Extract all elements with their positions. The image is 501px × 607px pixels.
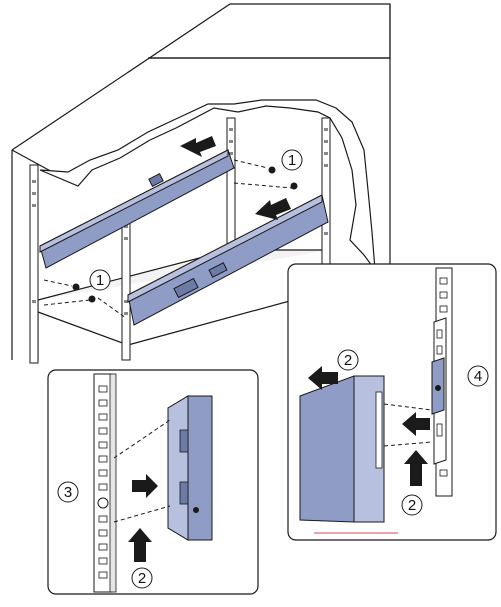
slide-rail-right xyxy=(127,194,329,326)
callout-circle xyxy=(89,149,303,291)
callout-circle xyxy=(337,349,359,371)
callout-circle xyxy=(57,481,79,503)
rack-post-holes xyxy=(32,128,328,315)
inset-right xyxy=(287,263,497,541)
callout-top-right: 1 xyxy=(288,152,296,169)
callout-circle xyxy=(467,365,489,387)
screw-icon xyxy=(97,497,109,509)
callout-right-arrow-top: 2 xyxy=(344,352,352,369)
arrow-icon xyxy=(128,528,152,562)
callout-left-arrow: 2 xyxy=(138,570,146,587)
arrow-icon xyxy=(404,450,428,486)
callout-circle xyxy=(401,494,423,516)
callout-left-rail: 3 xyxy=(64,484,72,501)
screw-icon xyxy=(72,166,298,303)
alignment-lines xyxy=(43,159,293,319)
callout-right-rail: 4 xyxy=(474,368,482,385)
arrow-icon xyxy=(402,412,430,436)
cutaway-edge xyxy=(39,99,376,273)
callout-circle xyxy=(131,567,153,589)
callout-right-arrow-bottom: 2 xyxy=(408,497,416,514)
callout-top-left: 1 xyxy=(96,272,104,289)
inset-left xyxy=(47,369,259,595)
arrow-icon xyxy=(132,474,158,498)
slide-rail-left xyxy=(39,149,235,269)
arrow-icon xyxy=(308,366,338,390)
arrow-icon xyxy=(180,136,291,220)
